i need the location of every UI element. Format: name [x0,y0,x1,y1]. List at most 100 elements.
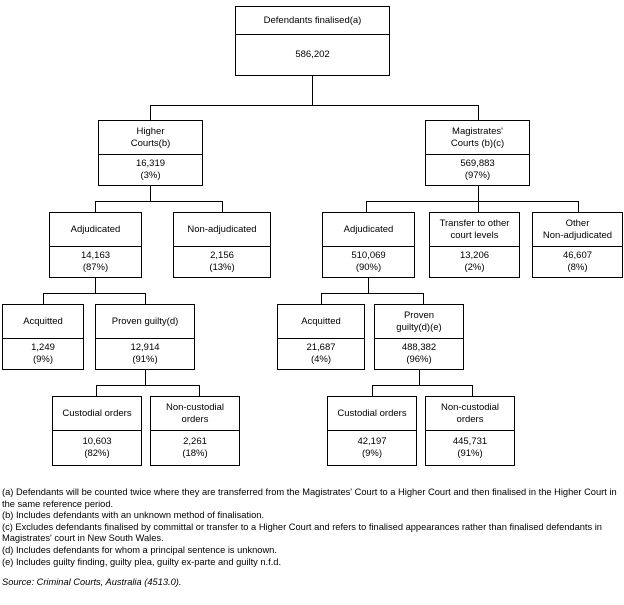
node-value: 445,731 [452,436,488,447]
connector-to-mc-custodial [372,385,373,396]
node-defendants-finalised: Defendants finalised(a) 586,202 [235,6,390,76]
connector-to-mc-transfer [478,201,479,212]
node-value-group: 42,197 (9%) [328,431,416,465]
node-pct: (9%) [32,354,54,365]
connector-higher-down [150,186,151,201]
footnote-d: (d) Includes defendants for whom a princ… [2,544,277,555]
node-value: 1,249 [31,342,55,353]
node-label: Adjudicated [50,213,141,247]
node-label: Defendants finalised(a) [236,7,389,35]
node-label: Custodial orders [53,397,141,431]
connector-mc-level4-bus [321,293,423,294]
node-value-group: 21,687 (4%) [278,339,364,369]
node-label: Acquitted [3,305,83,339]
connector-to-hc-non-custodial [199,385,200,396]
node-value: 13,206 [459,250,490,261]
connector-mc-level5-bus [372,385,472,386]
node-label: Non-custodial orders [151,397,239,431]
connector-to-hc-adjudicated [95,201,96,212]
connector-hc-level3-bus [95,201,222,202]
node-value-group: 2,156 (13%) [174,247,270,277]
node-mc-transfer: Transfer to other court levels 13,206 (2… [429,212,520,278]
node-value: 10,603 [82,436,112,447]
node-pct: (91%) [457,448,483,459]
connector-magistrates-down [478,186,479,201]
node-label: Other Non-adjudicated [533,213,622,247]
node-value: 2,156 [210,250,234,261]
node-value: 569,883 [460,158,495,169]
footnotes-block: (a) Defendants will be counted twice whe… [2,487,622,568]
connector-to-hc-proven-guilty [145,293,146,304]
node-pct: (8%) [567,262,588,273]
connector-root-down [312,76,313,105]
node-value-group: 16,319 (3%) [99,155,202,185]
node-pct: (2%) [464,262,485,273]
node-pct: (4%) [310,354,332,365]
node-mc-proven-guilty: Proven guilty(d)(e) 488,382 (96%) [374,304,464,370]
node-hc-adjudicated: Adjudicated 14,163 (87%) [49,212,142,278]
node-value-group: 10,603 (82%) [53,431,141,465]
node-pct: (13%) [209,262,235,273]
node-pct: (87%) [82,262,109,273]
connector-level2-bus [150,105,478,106]
node-mc-non-custodial-orders: Non-custodial orders 445,731 (91%) [425,396,515,466]
source-citation: Source: Criminal Courts, Australia (4513… [2,577,182,587]
footnote-b: (b) Includes defendants with an unknown … [2,510,265,521]
node-hc-acquitted: Acquitted 1,249 (9%) [2,304,84,370]
connector-mc-proven-down [419,370,420,385]
connector-to-magistrates-courts [478,105,479,120]
node-higher-courts: Higher Courts(b) 16,319 (3%) [98,120,203,186]
node-value-group: 13,206 (2%) [430,247,519,277]
node-value-group: 445,731 (91%) [426,431,514,465]
node-hc-custodial-orders: Custodial orders 10,603 (82%) [52,396,142,466]
connector-to-mc-other-non-adjudicated [578,201,579,212]
connector-hc-level5-bus [96,385,199,386]
node-hc-proven-guilty: Proven guilty(d) 12,914 (91%) [95,304,195,370]
node-value: 12,914 [130,342,160,353]
node-pct: (82%) [84,448,110,459]
node-value-group: 12,914 (91%) [96,339,194,369]
node-value: 46,607 [562,250,593,261]
node-mc-adjudicated: Adjudicated 510,069 (90%) [322,212,415,278]
node-value-group: 46,607 (8%) [533,247,622,277]
node-mc-custodial-orders: Custodial orders 42,197 (9%) [327,396,417,466]
node-label: Custodial orders [328,397,416,431]
node-value-group: 488,382 (96%) [375,339,463,369]
node-label: Transfer to other court levels [430,213,519,247]
node-value: 510,069 [351,250,386,261]
node-pct: (96%) [406,354,432,365]
node-hc-non-adjudicated: Non-adjudicated 2,156 (13%) [173,212,271,278]
node-mc-acquitted: Acquitted 21,687 (4%) [277,304,365,370]
node-pct: (18%) [182,448,208,459]
node-value: 14,163 [80,250,111,261]
node-value: 488,382 [401,342,437,353]
node-value-group: 1,249 (9%) [3,339,83,369]
node-value: 2,261 [183,436,207,447]
connector-to-hc-custodial [96,385,97,396]
node-value-group: 510,069 (90%) [323,247,414,277]
node-label: Magistrates' Courts (b)(c) [426,121,529,155]
connector-to-mc-adjudicated [366,201,367,212]
node-pct: (3%) [140,170,161,181]
node-value-group: 586,202 [236,35,389,75]
footnote-a: (a) Defendants will be counted twice whe… [2,487,617,509]
connector-hc-level4-bus [43,293,145,294]
connector-to-mc-acquitted [321,293,322,304]
node-magistrates-courts: Magistrates' Courts (b)(c) 569,883 (97%) [425,120,530,186]
node-pct: (9%) [361,448,383,459]
connector-mc-adjudicated-down [368,278,369,293]
node-value: 42,197 [357,436,387,447]
connector-to-higher-courts [150,105,151,120]
footnote-c: (c) Excludes defendants finalised by com… [2,521,602,544]
connector-to-hc-acquitted [43,293,44,304]
node-value: 16,319 [135,158,166,169]
node-label: Adjudicated [323,213,414,247]
node-mc-other-non-adjudicated: Other Non-adjudicated 46,607 (8%) [532,212,623,278]
node-label: Acquitted [278,305,364,339]
node-label: Non-custodial orders [426,397,514,431]
node-label: Proven guilty(d)(e) [375,305,463,339]
node-hc-non-custodial-orders: Non-custodial orders 2,261 (18%) [150,396,240,466]
flowchart-canvas: Defendants finalised(a) 586,202 Higher C… [2,6,623,466]
connector-to-mc-non-custodial [472,385,473,396]
node-pct: (91%) [132,354,158,365]
